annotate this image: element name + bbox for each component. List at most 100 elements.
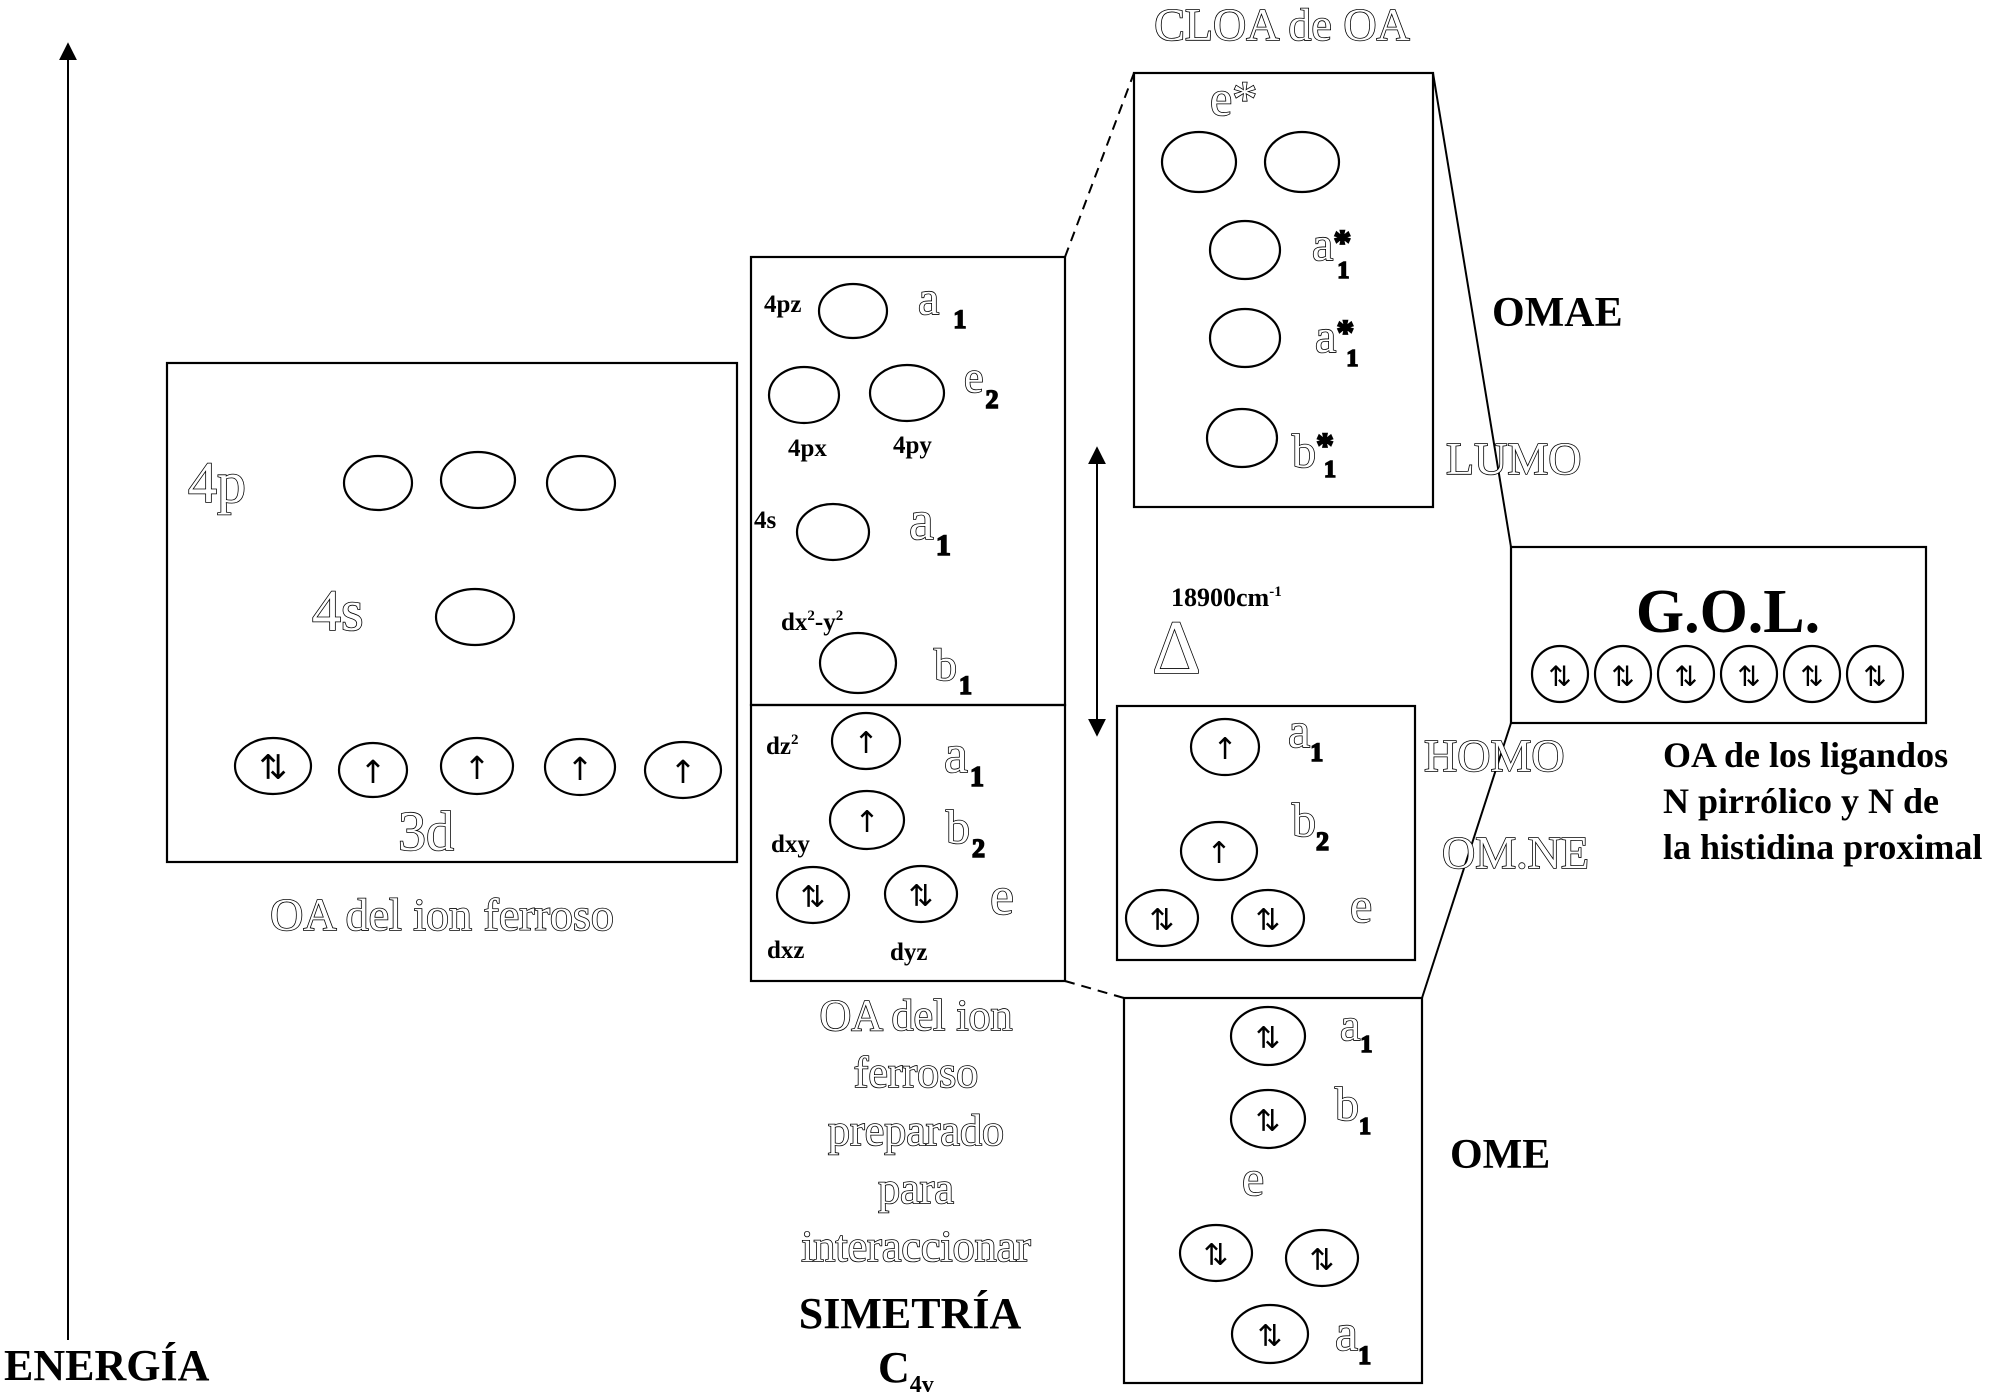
electron-up: ↑ xyxy=(360,753,387,791)
label-dz2: dz2 xyxy=(766,732,799,760)
label-b2: b2 xyxy=(946,801,985,863)
delta-value: 18900cm-1 xyxy=(1171,583,1282,612)
gol-orbital xyxy=(1530,644,1590,704)
orbital-a1-ome-bottom xyxy=(1230,1303,1310,1365)
electron-up: ↑ xyxy=(567,750,594,788)
label-e: e xyxy=(1242,1150,1264,1206)
electron-pair: ⇅ xyxy=(1737,660,1760,693)
orbital-dxz xyxy=(775,865,851,925)
orbital-e-star-1 xyxy=(1160,130,1238,194)
label-a1: a1 xyxy=(944,724,984,793)
caption-line: interaccionar xyxy=(801,1222,1031,1271)
electron-pair: ⇅ xyxy=(1548,660,1571,693)
gol-caption: OA de los ligandos N pirrólico y N de la… xyxy=(1663,735,1982,867)
gol-connector-top xyxy=(1432,72,1512,548)
electron-up: ↑ xyxy=(1206,836,1231,871)
electron-up: ↑ xyxy=(670,753,697,791)
caption-line: OA del ion xyxy=(819,991,1012,1040)
electron-pair: ⇅ xyxy=(1255,1104,1280,1139)
label-a1-star-1: a*1 xyxy=(1312,218,1351,284)
orbital-3d-group: ⇅ ↑ ↑ ↑ ↑ xyxy=(233,736,723,800)
electron-pair: ⇅ xyxy=(908,879,933,914)
label-b1: b1 xyxy=(1335,1078,1371,1140)
orbital-label-3d: 3d xyxy=(398,801,454,863)
orbital-3d-3 xyxy=(439,736,515,796)
electron-up: ↑ xyxy=(464,749,491,787)
orbital-a1-homo xyxy=(1189,717,1261,777)
orbital-4p-2 xyxy=(439,450,517,510)
label-4py: 4py xyxy=(893,432,932,459)
gol-connector-bottom xyxy=(1421,722,1512,999)
electron-pair: ⇅ xyxy=(1674,660,1697,693)
orbital-4p-3 xyxy=(545,454,617,512)
orbital-e-star-2 xyxy=(1263,130,1341,194)
prepared-ao-lower-box xyxy=(749,703,1067,983)
electron-pair: ⇅ xyxy=(1309,1243,1334,1278)
label-dyz: dyz xyxy=(890,939,928,966)
ome-box xyxy=(1122,996,1424,1385)
orbital-4p-1 xyxy=(342,454,414,512)
label-a1: a1 xyxy=(909,490,951,562)
gol-orbital xyxy=(1845,644,1905,704)
orbital-e-homo-2 xyxy=(1230,888,1306,948)
label-4s: 4s xyxy=(754,507,777,534)
electron-pair: ⇅ xyxy=(1863,660,1886,693)
orbital-3d-4 xyxy=(543,737,617,797)
label-e: e xyxy=(1350,877,1372,933)
dashed-connector-top xyxy=(1064,72,1135,258)
cloa-box xyxy=(1132,71,1435,509)
label-dxy: dxy xyxy=(771,831,810,858)
label-a1: a1 xyxy=(1340,999,1372,1058)
orbital-dyz xyxy=(883,864,959,924)
prepared-ao-upper-box xyxy=(749,255,1067,707)
gol-orbital xyxy=(1593,644,1653,704)
orbital-e-homo-1 xyxy=(1124,888,1200,948)
orbital-dxy xyxy=(828,789,906,851)
electron-pair: ⇅ xyxy=(1611,660,1634,693)
label-a1: a1 xyxy=(1335,1305,1371,1370)
point-group-label: C4v xyxy=(878,1343,934,1393)
gol-orbital xyxy=(1782,644,1842,704)
delta-symbol: Δ xyxy=(1152,606,1201,690)
label-e2: e2 xyxy=(964,353,999,414)
label-b1: b1 xyxy=(934,639,972,700)
cloa-title: CLOA de OA xyxy=(1154,0,1410,50)
gol-orbitals: ⇅ ⇅ ⇅ ⇅ ⇅ ⇅ xyxy=(1530,644,1905,704)
orbital-4s-prepared xyxy=(795,502,871,562)
label-homo: HOMO xyxy=(1424,730,1565,781)
orbital-b1-star xyxy=(1205,407,1279,469)
homo-box xyxy=(1115,704,1417,962)
orbital-a1-star-2 xyxy=(1208,307,1282,369)
label-b1-star: b*1 xyxy=(1292,425,1336,483)
orbital-4py xyxy=(868,363,946,423)
ferrous-ao-box xyxy=(165,361,739,864)
orbital-a1-ome-top xyxy=(1229,1005,1307,1067)
caption-line: la histidina proximal xyxy=(1663,827,1982,867)
gol-orbital xyxy=(1719,644,1779,704)
electron-pair: ⇅ xyxy=(1203,1238,1228,1273)
label-omne: OM.NE xyxy=(1442,827,1589,878)
electron-pair: ⇅ xyxy=(800,880,825,915)
gol-title: G.O.L. xyxy=(1636,578,1820,646)
label-b2: b2 xyxy=(1292,794,1329,856)
label-ome: OME xyxy=(1450,1132,1550,1178)
orbital-4s xyxy=(434,587,516,647)
label-4pz: 4pz xyxy=(764,291,802,318)
orbital-b1-ome xyxy=(1229,1088,1307,1150)
label-a1-star-2: a*1 xyxy=(1315,310,1358,372)
electron-pair: ⇅ xyxy=(1800,660,1823,693)
orbital-label-4p: 4p xyxy=(188,450,246,515)
label-a1: a1 xyxy=(1288,702,1323,767)
label-e: e xyxy=(990,866,1014,926)
label-omae: OMAE xyxy=(1492,290,1623,336)
gol-orbital xyxy=(1656,644,1716,704)
orbital-e-ome-1 xyxy=(1178,1223,1254,1283)
orbital-a1-star-1 xyxy=(1208,219,1282,281)
label-lumo: LUMO xyxy=(1446,433,1581,484)
electron-pair: ⇅ xyxy=(1257,1319,1282,1354)
electron-pair: ⇅ xyxy=(1255,903,1280,938)
electron-up: ↑ xyxy=(853,726,878,761)
caption-line: ferroso xyxy=(854,1048,979,1097)
orbital-3d-5 xyxy=(643,740,723,800)
